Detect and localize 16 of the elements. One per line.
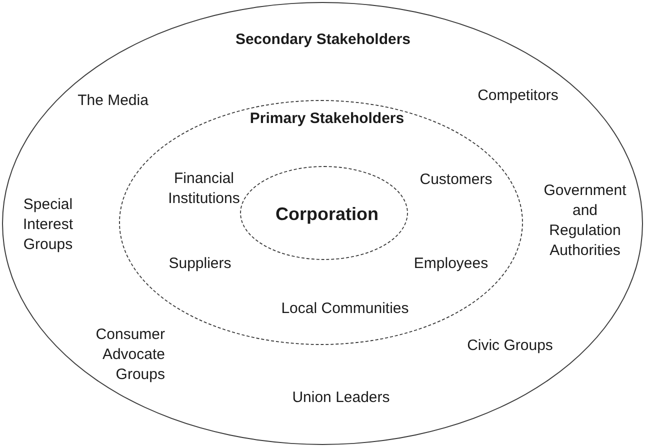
stakeholder-label: Suppliers — [168, 254, 232, 274]
stakeholder-label: Customers — [418, 170, 494, 190]
stakeholder-label: Financial Institutions — [167, 169, 241, 209]
ring-heading: Secondary Stakeholders — [234, 30, 412, 50]
stakeholder-label: Local Communities — [280, 299, 410, 319]
stakeholder-label: Government and Regulation Authorities — [542, 181, 628, 261]
stakeholder-label: Employees — [412, 254, 490, 274]
stakeholder-label: Civic Groups — [466, 336, 554, 356]
inner-dashed-ellipse — [240, 166, 408, 260]
stakeholder-label: Consumer Advocate Groups — [94, 325, 165, 385]
stakeholder-label: Competitors — [476, 86, 560, 106]
stakeholder-label: Union Leaders — [291, 388, 391, 408]
center-label: Corporation — [274, 203, 380, 226]
stakeholder-label: The Media — [76, 91, 150, 111]
stakeholder-label: Special Interest Groups — [22, 195, 74, 255]
ring-heading: Primary Stakeholders — [248, 109, 406, 129]
